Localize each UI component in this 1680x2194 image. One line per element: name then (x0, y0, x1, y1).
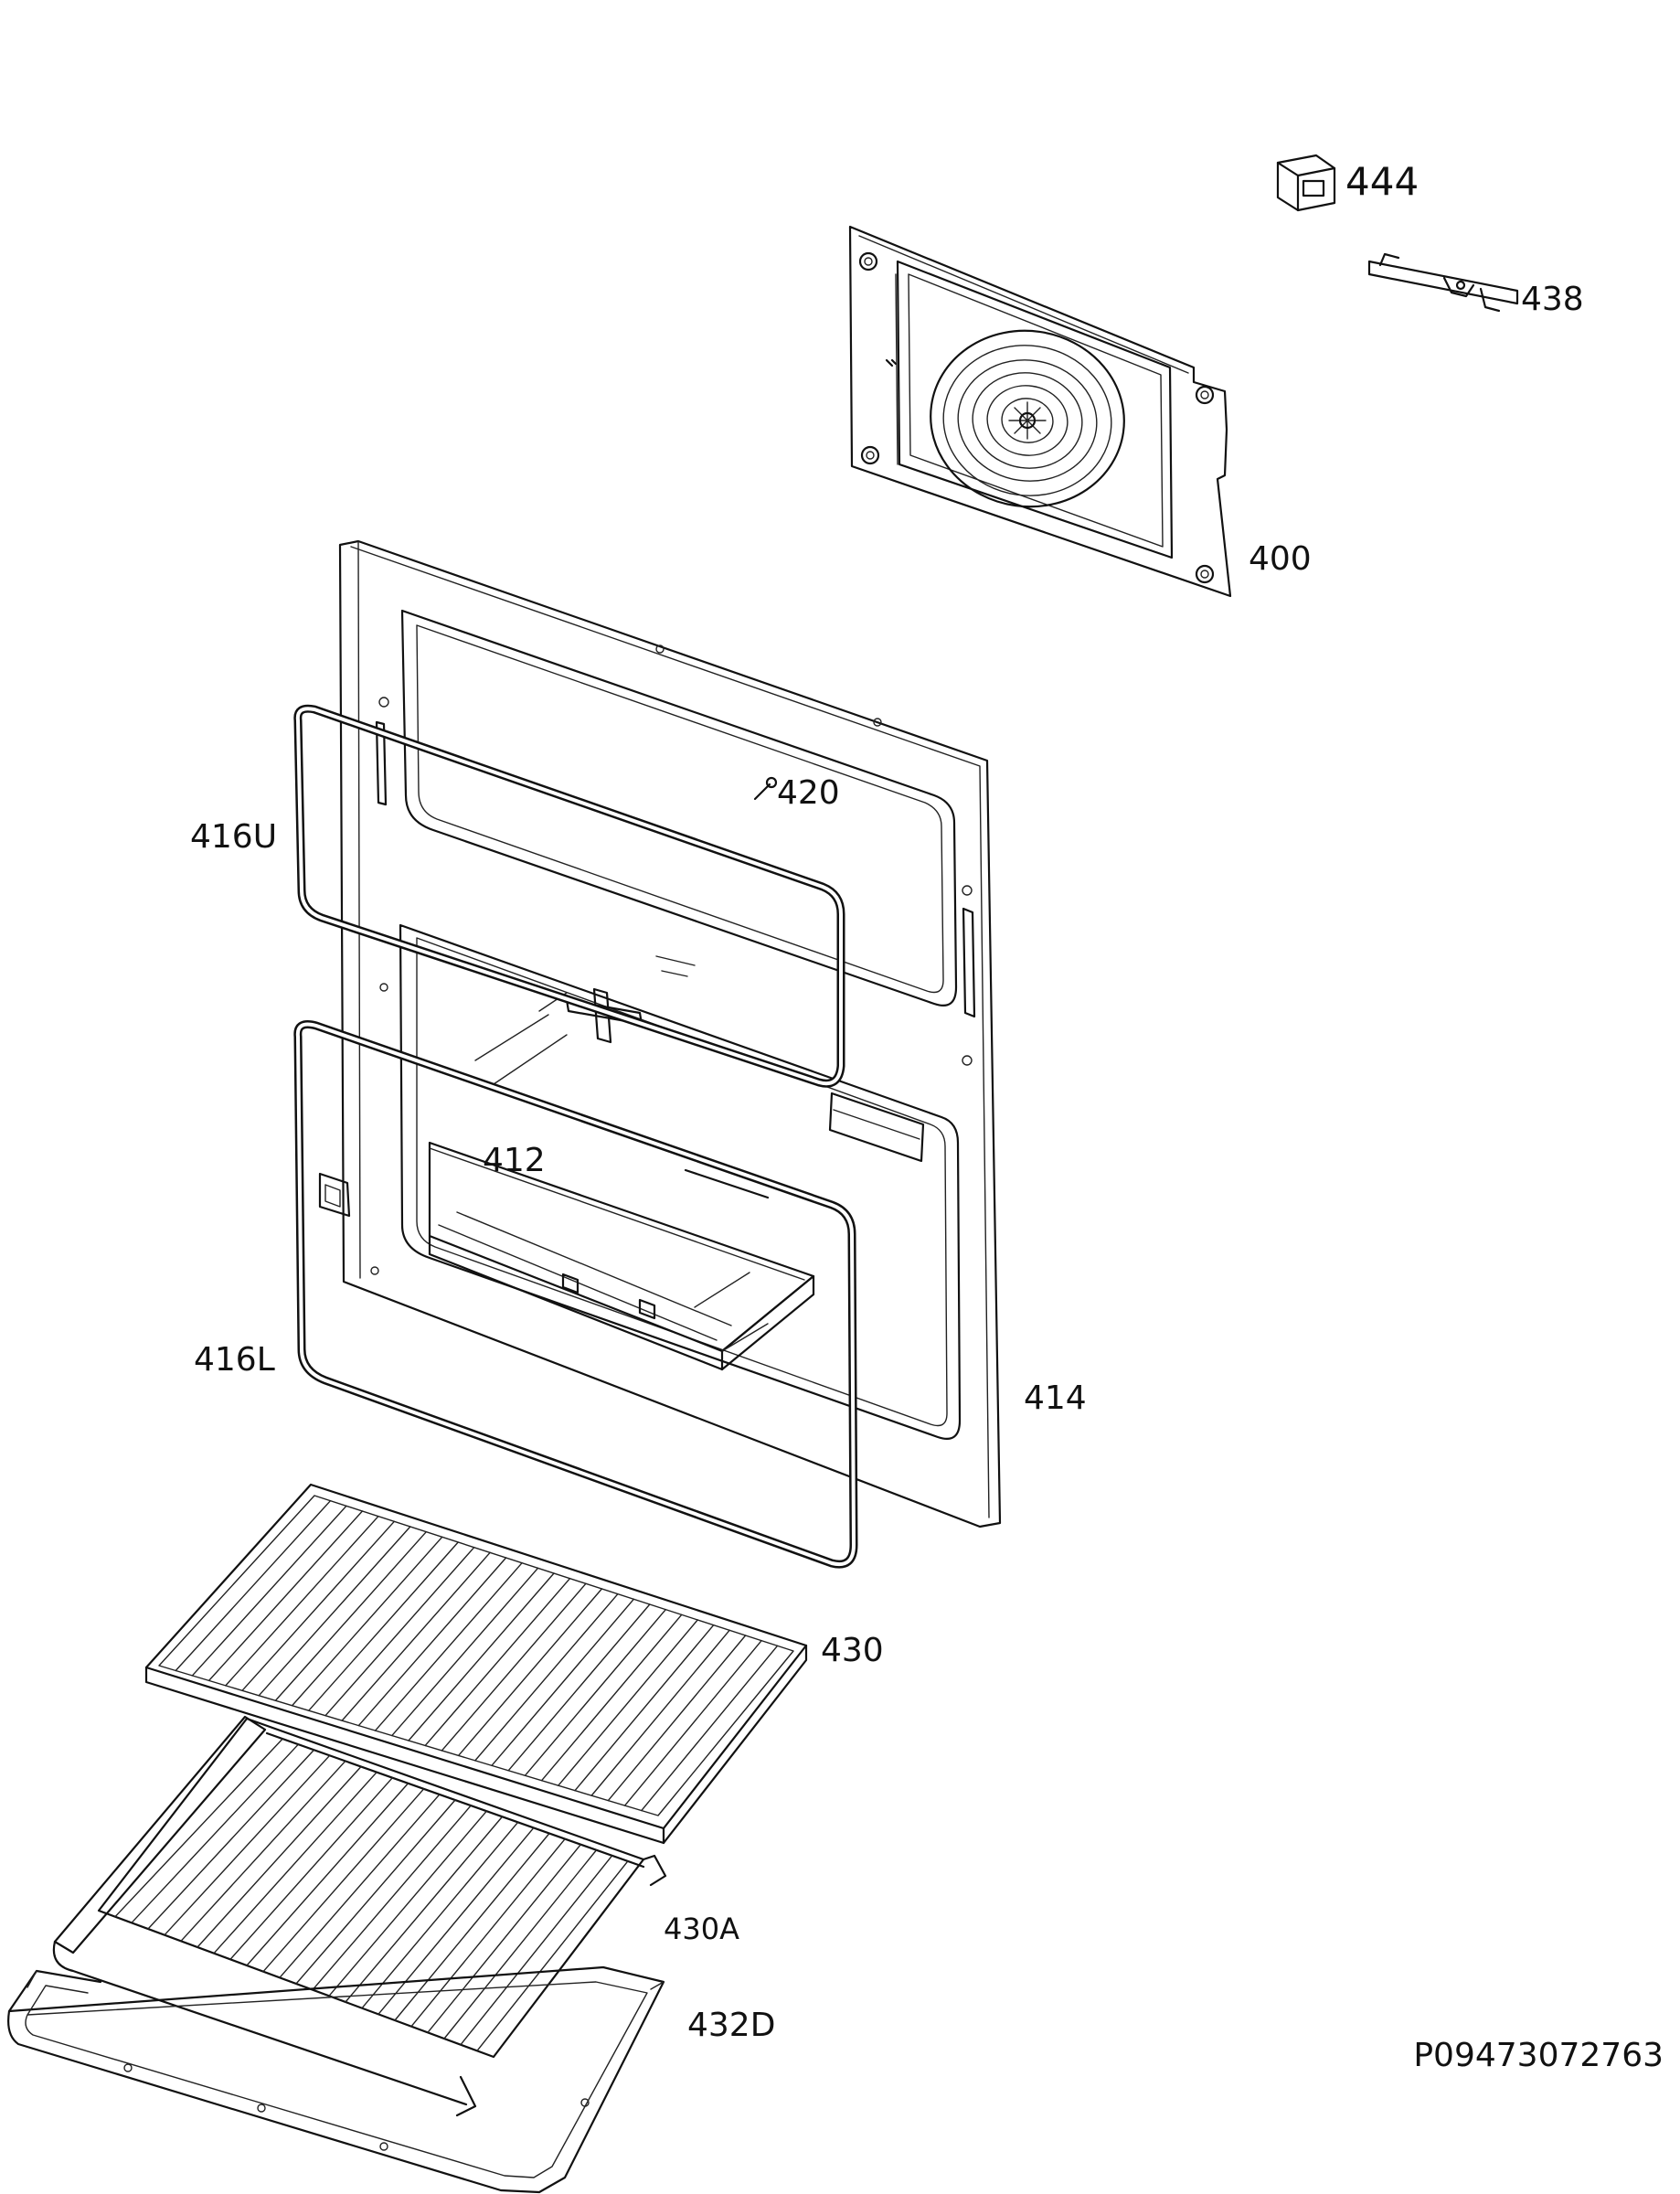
rack-wire (131, 1743, 300, 1924)
rack-wire (377, 1827, 535, 2016)
rack-wire (114, 1738, 283, 1918)
rack-wire (164, 1754, 331, 1936)
rack-wire (507, 1603, 651, 1772)
rack-wire (491, 1598, 635, 1767)
part-412-inner-tray (428, 992, 925, 1371)
part-414-cavity-frame (318, 539, 1002, 1528)
rack-wire (391, 1567, 539, 1737)
rack-wire (213, 1771, 377, 1954)
rack-wire (427, 1843, 582, 2034)
rack-wire (279, 1794, 441, 1979)
part-400-back-panel (848, 225, 1232, 598)
rack-wire (207, 1510, 364, 1682)
part-430-wire-rack (144, 1483, 808, 1845)
rack-wire (246, 1783, 409, 1966)
rack-wire (558, 1619, 698, 1786)
rack-wire (345, 1816, 504, 2003)
rack-wire (474, 1592, 619, 1762)
rack-wire (408, 1572, 555, 1741)
rack-wire (590, 1629, 730, 1796)
rack-wire (443, 1849, 598, 2040)
rack-wire (241, 1520, 396, 1692)
label-432D: 432D (687, 2007, 776, 2044)
rack-wire (291, 1536, 443, 1707)
rack-wire (274, 1530, 427, 1701)
rack-wire (357, 1557, 507, 1727)
label-420: 420 (777, 774, 840, 812)
rack-wire (641, 1645, 779, 1812)
rack-wire (424, 1577, 571, 1747)
rack-wire (540, 1614, 683, 1782)
rack-wire (295, 1799, 456, 1985)
rack-wire (457, 1588, 603, 1757)
document-code: P09473072763 (1413, 2037, 1664, 2074)
rack-wire (361, 1821, 519, 2009)
rack-wire (324, 1546, 475, 1717)
rack-wire (258, 1526, 411, 1697)
part-416L-lower-gasket (293, 1020, 858, 1569)
rack-wire (623, 1639, 762, 1806)
label-414: 414 (1024, 1379, 1087, 1417)
part-444-connector (1276, 154, 1336, 212)
rack-wire (410, 1837, 566, 2028)
part-416U-upper-gasket (293, 704, 845, 1088)
rack-wire (197, 1765, 362, 1948)
rack-wire (341, 1551, 491, 1721)
rack-wire (147, 1749, 315, 1930)
rack-wire (394, 1832, 550, 2021)
part-430A-wire-shelf (52, 1715, 667, 2117)
rack-wire (476, 1860, 629, 2052)
label-438: 438 (1521, 281, 1584, 318)
rack-wire (191, 1505, 347, 1677)
rack-wire (229, 1776, 394, 1961)
label-416U: 416U (190, 818, 278, 856)
label-444: 444 (1345, 159, 1419, 204)
label-416L: 416L (194, 1341, 275, 1379)
rack-wire (262, 1788, 425, 1973)
rack-wire (524, 1608, 666, 1776)
rack-wire (225, 1515, 379, 1687)
rack-wire (328, 1810, 488, 1997)
rack-wire (460, 1855, 613, 2046)
rack-wire (574, 1624, 715, 1792)
rack-wire (175, 1499, 332, 1672)
part-420-screw (753, 776, 778, 801)
label-430: 430 (821, 1632, 884, 1669)
rack-wire (607, 1635, 747, 1802)
rack-wire (374, 1561, 523, 1731)
rack-wire (308, 1541, 459, 1711)
rack-wire (180, 1760, 346, 1943)
label-400: 400 (1249, 540, 1312, 578)
part-438-bracket (1367, 252, 1519, 313)
rack-wire (312, 1805, 472, 1991)
part-432D-baking-tray (7, 1965, 665, 2194)
label-412: 412 (483, 1142, 546, 1179)
label-430A: 430A (664, 1912, 739, 1946)
rack-wire (441, 1582, 587, 1752)
